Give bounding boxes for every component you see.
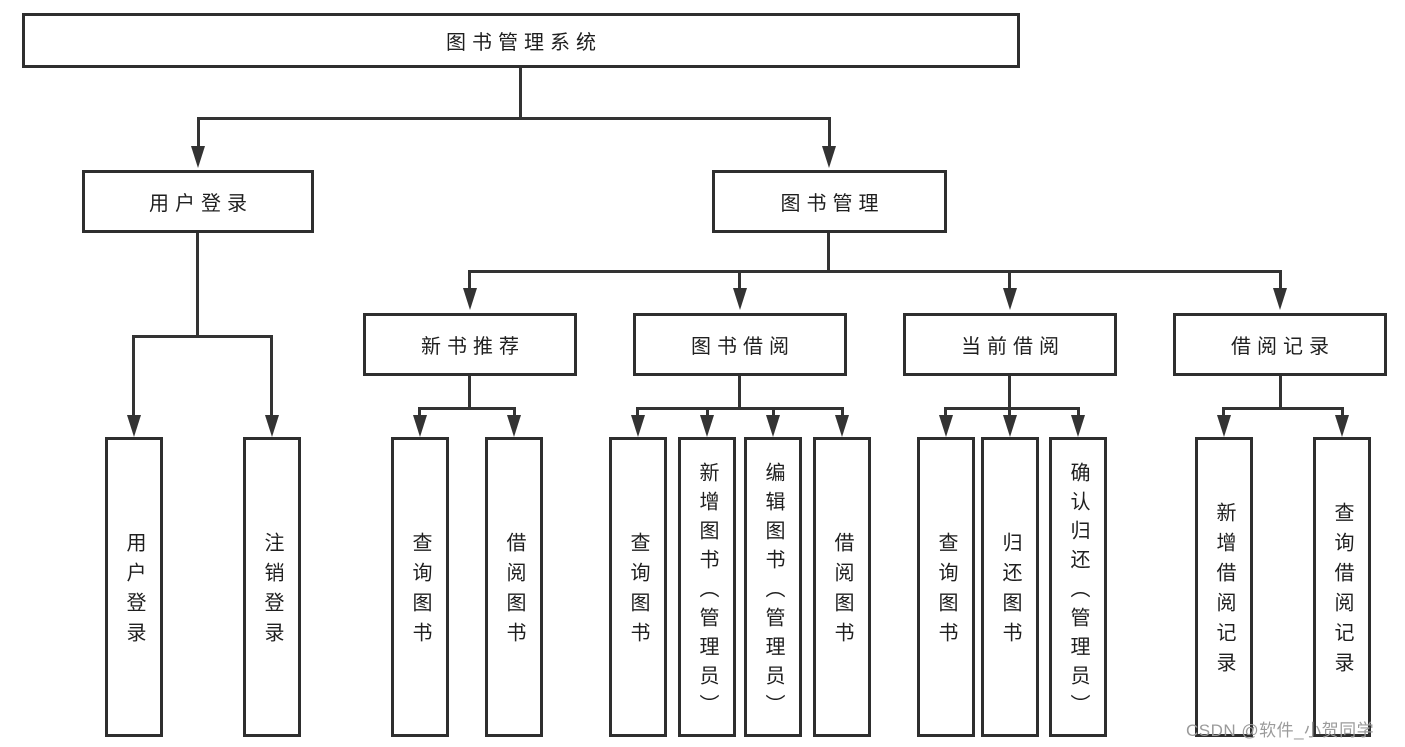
connector-current-drop-1 — [944, 407, 947, 419]
connector-records-drop-1 — [1222, 407, 1225, 419]
leaf-current-confirm-return: 确认归还（管理员） — [1049, 437, 1107, 737]
arrow-to-logout-leaf — [265, 415, 279, 437]
connector-bm-drop-3 — [1008, 270, 1011, 290]
leaf-borrow-add-books: 新增图书（管理员） — [678, 437, 736, 737]
arrow-to-recommend-borrow — [507, 415, 521, 437]
leaf-records-add-record: 新增借阅记录 — [1195, 437, 1253, 737]
node-book-management-label: 图书管理 — [780, 193, 885, 215]
arrow-to-current-borrow — [1003, 288, 1017, 310]
connector-bm-drop-1 — [468, 270, 471, 290]
connector-user-login-drop-1 — [132, 335, 135, 417]
leaf-recommend-query-books: 查询图书 — [391, 437, 449, 737]
node-current-borrow-label: 当前借阅 — [961, 336, 1065, 358]
connector-recommend-drop-2 — [513, 407, 516, 419]
node-root: 图书管理系统 — [22, 13, 1020, 68]
connector-user-login-bar — [132, 335, 273, 338]
node-book-borrow: 图书借阅 — [633, 313, 847, 376]
arrow-to-new-book-recommend — [463, 288, 477, 310]
connector-recommend-drop-1 — [418, 407, 421, 419]
arrow-to-user-login-leaf — [127, 415, 141, 437]
leaf-records-add-record-label: 新增借阅记录 — [1213, 502, 1235, 682]
node-user-login-label: 用户登录 — [149, 193, 253, 215]
leaf-borrow-edit-books-label: 编辑图书（管理员） — [762, 461, 784, 723]
connector-bm-drop-2 — [738, 270, 741, 290]
leaf-current-return-books-label: 归还图书 — [999, 532, 1021, 652]
node-book-management: 图书管理 — [712, 170, 947, 233]
leaf-borrow-borrow-books: 借阅图书 — [813, 437, 871, 737]
connector-root-bar — [197, 117, 831, 120]
leaf-borrow-query-books-label: 查询图书 — [627, 532, 649, 652]
connector-recommend-stem — [468, 376, 471, 409]
node-new-book-recommend: 新书推荐 — [363, 313, 577, 376]
connector-root-stem — [519, 68, 522, 118]
leaf-user-login-label: 用户登录 — [123, 532, 145, 652]
connector-bm-drop-4 — [1279, 270, 1282, 290]
node-root-label: 图书管理系统 — [446, 32, 602, 54]
leaf-recommend-borrow-books: 借阅图书 — [485, 437, 543, 737]
node-current-borrow: 当前借阅 — [903, 313, 1117, 376]
arrow-to-current-query — [939, 415, 953, 437]
arrow-to-records-query — [1335, 415, 1349, 437]
arrow-to-records-add — [1217, 415, 1231, 437]
node-user-login: 用户登录 — [82, 170, 314, 233]
leaf-current-query-books-label: 查询图书 — [935, 532, 957, 652]
csdn-watermark: CSDN @软件_小贺同学 — [1186, 721, 1375, 740]
connector-current-bar — [944, 407, 1080, 410]
connector-borrow-drop-1 — [636, 407, 639, 419]
arrow-to-current-return — [1003, 415, 1017, 437]
connector-current-drop-3 — [1077, 407, 1080, 419]
leaf-current-return-books: 归还图书 — [981, 437, 1039, 737]
connector-records-drop-2 — [1341, 407, 1344, 419]
arrow-to-user-login — [191, 146, 205, 168]
connector-borrow-stem — [738, 376, 741, 409]
arrow-to-current-confirm — [1071, 415, 1085, 437]
arrow-to-borrow-add — [700, 415, 714, 437]
leaf-recommend-borrow-books-label: 借阅图书 — [503, 532, 525, 652]
connector-borrow-drop-2 — [706, 407, 709, 419]
leaf-records-query-record-label: 查询借阅记录 — [1331, 502, 1353, 682]
arrow-to-book-borrow — [733, 288, 747, 310]
connector-records-stem — [1279, 376, 1282, 409]
node-borrow-records: 借阅记录 — [1173, 313, 1387, 376]
connector-current-drop-2 — [1008, 407, 1011, 419]
arrow-to-borrow-query — [631, 415, 645, 437]
connector-borrow-drop-4 — [841, 407, 844, 419]
leaf-borrow-add-books-label: 新增图书（管理员） — [696, 461, 718, 723]
leaf-logout-label: 注销登录 — [261, 532, 283, 652]
node-book-borrow-label: 图书借阅 — [691, 336, 795, 358]
leaf-recommend-query-books-label: 查询图书 — [409, 532, 431, 652]
leaf-borrow-edit-books: 编辑图书（管理员） — [744, 437, 802, 737]
arrow-to-book-management — [822, 146, 836, 168]
arrow-to-borrow-records — [1273, 288, 1287, 310]
connector-root-drop-right — [828, 117, 831, 149]
connector-recommend-bar — [418, 407, 516, 410]
arrow-to-recommend-query — [413, 415, 427, 437]
connector-book-management-stem — [827, 233, 830, 272]
leaf-current-query-books: 查询图书 — [917, 437, 975, 737]
connector-borrow-bar — [636, 407, 844, 410]
leaf-borrow-borrow-books-label: 借阅图书 — [831, 532, 853, 652]
leaf-logout: 注销登录 — [243, 437, 301, 737]
arrow-to-borrow-borrow — [835, 415, 849, 437]
node-borrow-records-label: 借阅记录 — [1231, 336, 1335, 358]
arrow-to-borrow-edit — [766, 415, 780, 437]
leaf-records-query-record: 查询借阅记录 — [1313, 437, 1371, 737]
connector-root-drop-left — [197, 117, 200, 149]
connector-book-management-bar — [468, 270, 1282, 273]
connector-borrow-drop-3 — [772, 407, 775, 419]
connector-current-stem — [1008, 376, 1011, 409]
leaf-borrow-query-books: 查询图书 — [609, 437, 667, 737]
connector-user-login-drop-2 — [270, 335, 273, 417]
connector-user-login-stem — [196, 233, 199, 335]
leaf-current-confirm-return-label: 确认归还（管理员） — [1067, 461, 1089, 723]
connector-records-bar — [1222, 407, 1344, 410]
leaf-user-login: 用户登录 — [105, 437, 163, 737]
node-new-book-recommend-label: 新书推荐 — [421, 336, 525, 358]
